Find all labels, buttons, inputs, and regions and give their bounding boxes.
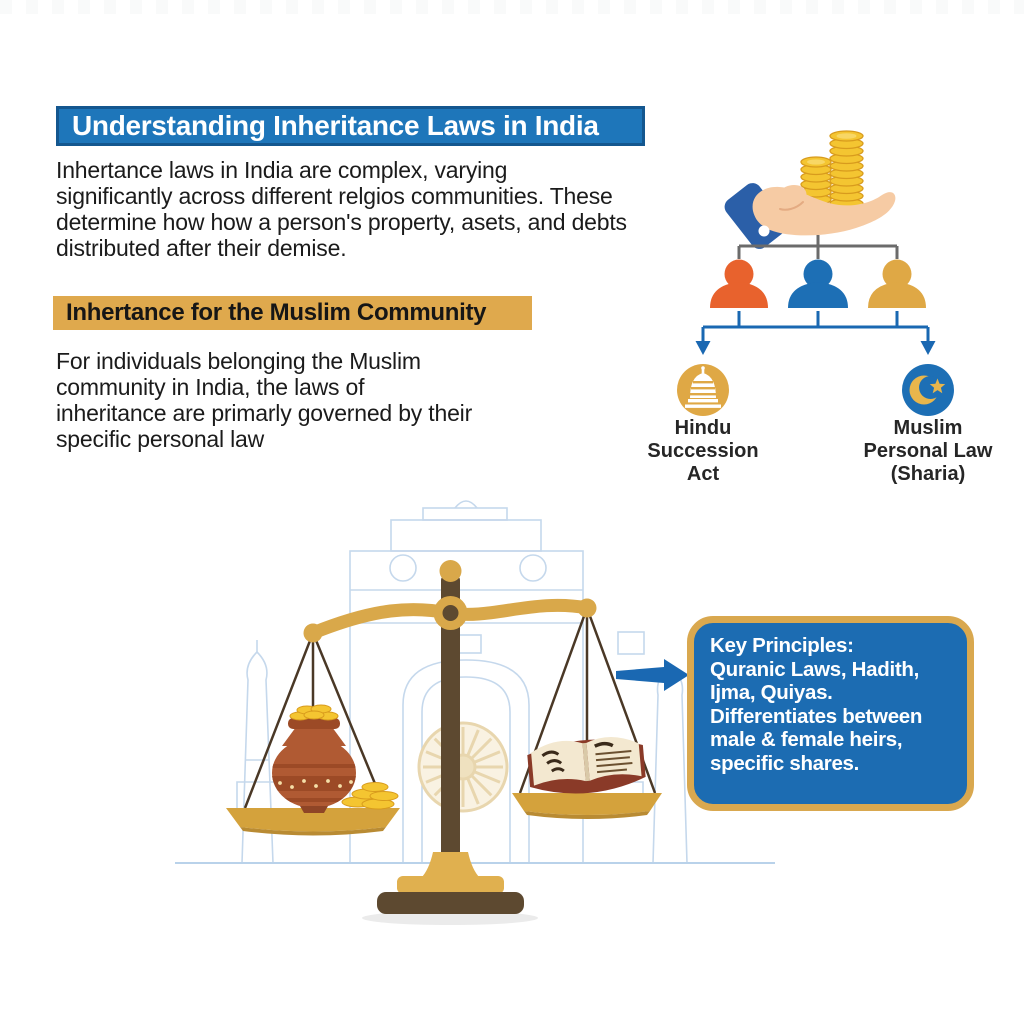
muslim-personal-law-label: Muslim Personal Law (Sharia)	[863, 417, 993, 485]
muslim-section-body: For individuals belonging the Muslim com…	[56, 348, 473, 452]
quran-book-icon	[512, 736, 662, 819]
person-gold-icon	[868, 259, 926, 308]
down-arrow-right-icon	[920, 341, 936, 355]
crescent-star-icon	[902, 364, 954, 416]
person-orange-icon	[710, 259, 768, 308]
down-arrow-left-icon	[695, 341, 711, 355]
hindu-succession-label: Hindu Succession Act	[647, 417, 759, 485]
temple-icon	[677, 364, 729, 416]
clipped-text-artifact	[0, 0, 1024, 14]
page-title: Understanding Inheritance Laws in India	[72, 110, 599, 141]
muslim-section-heading: Inhertance for the Muslim Community	[53, 296, 532, 330]
title-banner: Understanding Inheritance Laws in India	[56, 106, 645, 146]
hand-holding-coins-icon	[724, 183, 896, 249]
law-connector	[701, 311, 930, 342]
key-principles-text: Key Principles: Quranic Laws, Hadith, Ij…	[710, 634, 923, 775]
person-blue-icon	[788, 259, 848, 308]
inheritance-distribution-diagram	[677, 130, 954, 416]
intro-paragraph: Inhertance laws in India are complex, va…	[56, 157, 627, 261]
justice-scale-illustration	[175, 500, 775, 925]
muslim-section-heading-text: Inhertance for the Muslim Community	[66, 299, 487, 326]
key-principles-box: Key Principles: Quranic Laws, Hadith, Ij…	[687, 616, 974, 811]
estate-connector	[737, 235, 899, 259]
pot-of-gold-icon	[226, 704, 400, 836]
ashoka-chakra-icon	[417, 721, 509, 813]
arrow-right-icon	[616, 659, 689, 691]
balance-scale-icon	[303, 560, 597, 925]
